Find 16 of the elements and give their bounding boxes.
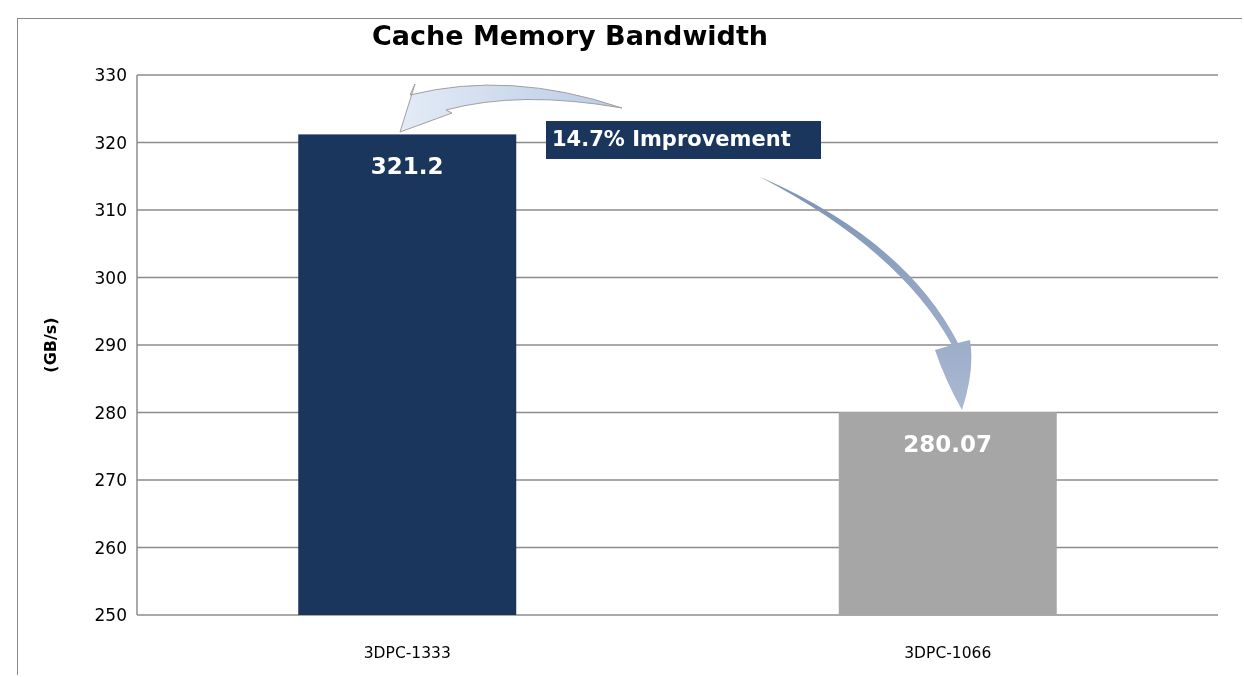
tick-label: 320 [94, 132, 127, 153]
chart-title: Cache Memory Bandwidth [370, 20, 770, 51]
category-label: 3DPC-1333 [363, 644, 451, 662]
tick-label: 250 [94, 605, 127, 625]
annotation-label: 14.7% Improvement [546, 121, 821, 159]
data-label: 280.07 [903, 431, 993, 458]
tick-label: 330 [94, 65, 127, 85]
tick-label: 280 [94, 402, 127, 423]
data-label: 321.2 [370, 153, 444, 180]
tick-label: 290 [94, 335, 127, 355]
tick-label: 270 [94, 470, 127, 490]
tick-label: 260 [94, 537, 127, 558]
category-label: 3DPC-1066 [904, 644, 992, 662]
tick-label: 310 [94, 200, 127, 220]
tick-label: 300 [94, 267, 127, 288]
axis-title: (GB/s) [40, 317, 60, 373]
